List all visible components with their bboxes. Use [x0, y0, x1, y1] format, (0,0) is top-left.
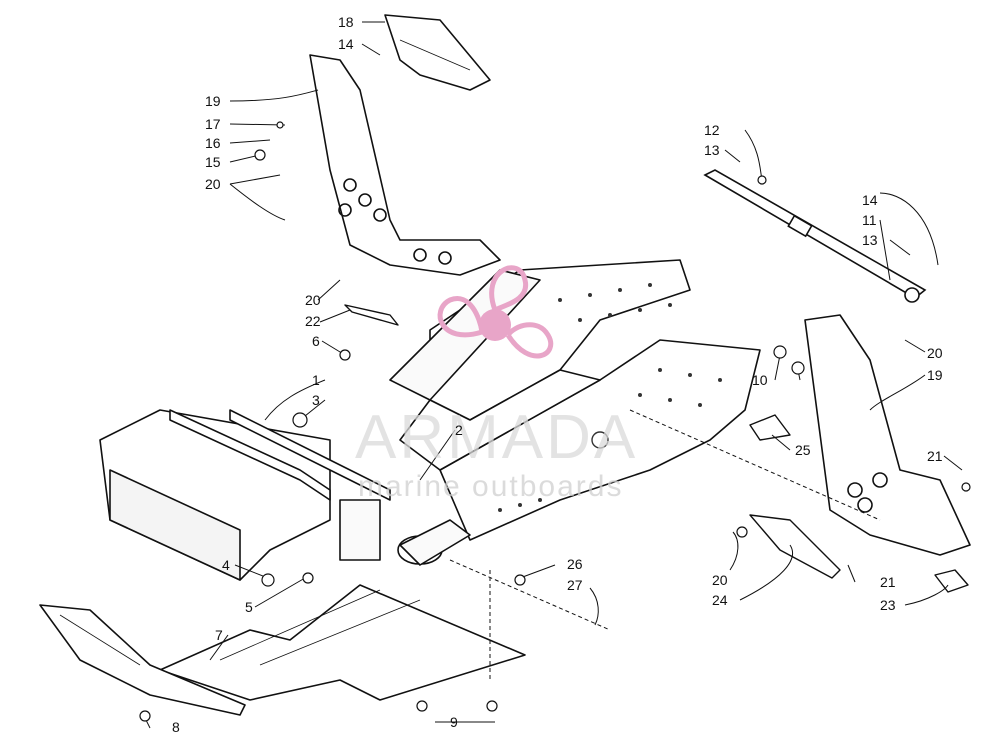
- floor-pan: [159, 584, 526, 701]
- bracket-24: [749, 514, 841, 579]
- callout-6: 6: [312, 333, 320, 349]
- callout-20-d: 20: [712, 572, 728, 588]
- callout-2: 2: [455, 422, 463, 438]
- steering-cover: [384, 14, 491, 91]
- callout-19-left: 19: [205, 93, 221, 109]
- callout-22: 22: [305, 313, 321, 329]
- callout-24: 24: [712, 592, 728, 608]
- callout-10: 10: [752, 372, 768, 388]
- skid-plate: [39, 604, 246, 716]
- bracket-25: [749, 414, 791, 441]
- callout-8: 8: [172, 719, 180, 735]
- watermark-brand: ARMADA: [355, 403, 638, 472]
- callout-27: 27: [567, 577, 583, 593]
- callout-13-b: 13: [862, 232, 878, 248]
- callout-17: 17: [205, 116, 221, 132]
- callout-21-a: 21: [927, 448, 943, 464]
- callout-4: 4: [222, 557, 230, 573]
- callout-20-c: 20: [927, 345, 943, 361]
- callout-labels: 18 14 19 17 16 15 20 20 22 6 1 3 2 4 5 7…: [172, 14, 943, 735]
- callout-13-a: 13: [704, 142, 720, 158]
- callout-14-top: 14: [338, 36, 354, 52]
- callout-23: 23: [880, 597, 896, 613]
- steering-tube: [703, 169, 927, 303]
- callout-16: 16: [205, 135, 221, 151]
- steering-support-right: [804, 314, 971, 556]
- callout-7: 7: [215, 627, 223, 643]
- callout-26: 26: [567, 556, 583, 572]
- watermark-tagline: marine outboards: [358, 470, 623, 503]
- callout-5: 5: [245, 599, 253, 615]
- callout-15: 15: [205, 154, 221, 170]
- callout-25: 25: [795, 442, 811, 458]
- propeller-hub: [479, 309, 511, 341]
- fasteners: [139, 121, 971, 722]
- propeller-logo: [437, 265, 554, 359]
- watermark: ARMADA marine outboards: [355, 265, 638, 503]
- bracket-23: [934, 569, 969, 593]
- leader-lines: [144, 21, 963, 729]
- callout-14-right: 14: [862, 192, 878, 208]
- callout-20-b: 20: [305, 292, 321, 308]
- bracket-22: [344, 304, 399, 326]
- chassis-frame: [99, 259, 761, 581]
- callout-19-right: 19: [927, 367, 943, 383]
- callout-11: 11: [862, 212, 877, 228]
- steering-support-left: [309, 54, 501, 276]
- callout-9: 9: [450, 714, 458, 730]
- callout-21-b: 21: [880, 574, 896, 590]
- rivet-pattern: [498, 283, 722, 512]
- small-brackets: [344, 304, 969, 593]
- callout-1: 1: [312, 372, 320, 388]
- callout-20-a: 20: [205, 176, 221, 192]
- callout-12: 12: [704, 122, 720, 138]
- callout-3: 3: [312, 392, 320, 408]
- callout-18: 18: [338, 14, 354, 30]
